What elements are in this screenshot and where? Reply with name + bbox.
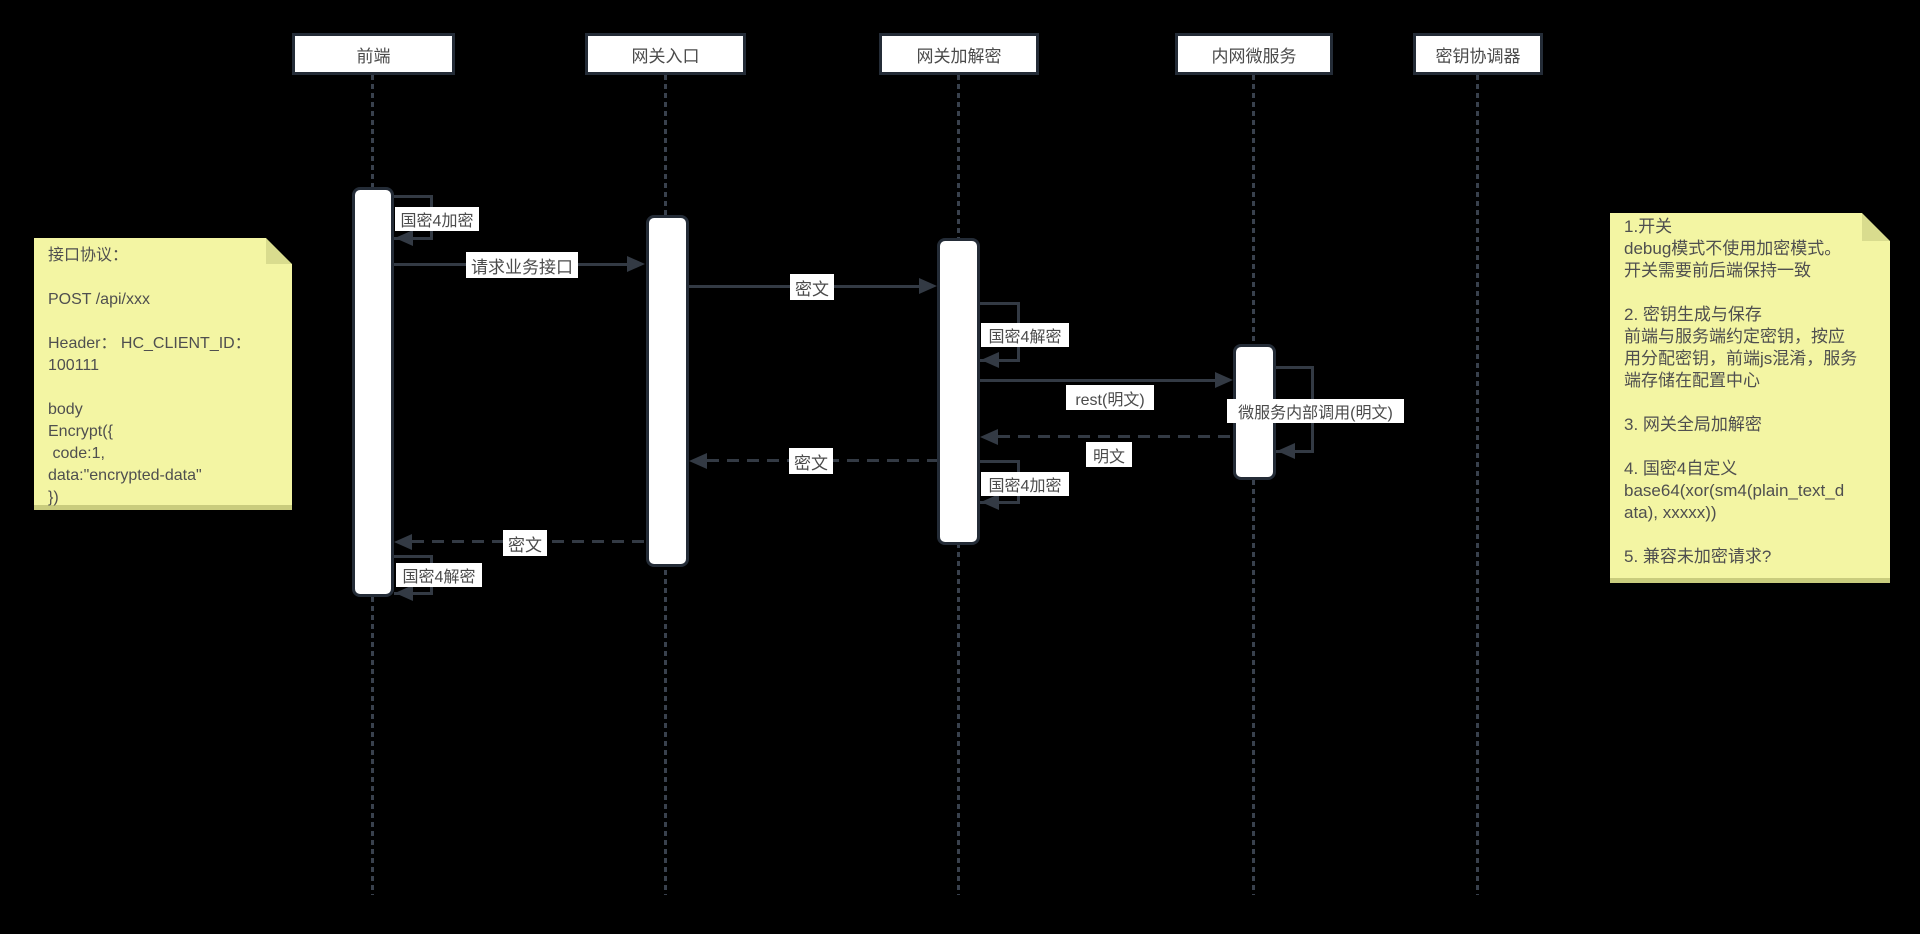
arrowhead	[919, 278, 937, 294]
note-line: ata), xxxxx))	[1624, 503, 1717, 522]
message-label-gateway-decrypt: 国密4解密	[981, 323, 1069, 347]
actor-internal-microservice-label: 内网微服务	[1211, 46, 1297, 66]
note-line: 端存储在配置中心	[1624, 371, 1760, 390]
note-api-protocol: 接口协议： POST /api/xxx Header： HC_CLIENT_ID…	[34, 238, 292, 510]
note-line	[1624, 436, 1882, 458]
note-line	[48, 311, 282, 333]
message-label-microservice-internal: 微服务内部调用(明文)	[1227, 399, 1404, 423]
message-line-rest	[980, 379, 1217, 382]
message-label-frontend-decrypt: 国密4解密	[396, 563, 482, 587]
note-fold-icon	[1862, 213, 1890, 241]
message-label-ciphertext-return1: 密文	[789, 448, 833, 474]
actor-gateway-entry-label: 网关入口	[631, 46, 700, 66]
note-line: debug模式不使用加密模式。	[1624, 239, 1842, 258]
note-line: code:1,	[48, 445, 105, 462]
arrowhead	[627, 256, 645, 272]
note-line: 接口协议：	[48, 247, 129, 264]
message-label-request: 请求业务接口	[466, 252, 578, 278]
note-line	[1624, 282, 1882, 304]
lifeline-key-coordinator	[1476, 75, 1479, 895]
actor-key-coordinator-label: 密钥协调器	[1435, 46, 1521, 66]
arrowhead	[1215, 372, 1233, 388]
note-line: Encrypt({	[48, 423, 113, 440]
message-label-ciphertext-return2: 密文	[503, 530, 547, 556]
note-line	[48, 377, 282, 399]
note-line: base64(xor(sm4(plain_text_d	[1624, 481, 1845, 500]
lifeline-internal-microservice	[1252, 75, 1255, 895]
actor-frontend-label: 前端	[356, 46, 391, 66]
note-design-points: 1.开关 debug模式不使用加密模式。 开关需要前后端保持一致 2. 密钥生成…	[1610, 213, 1890, 583]
actor-key-coordinator: 密钥协调器	[1413, 33, 1543, 75]
arrowhead	[1277, 443, 1295, 459]
actor-internal-microservice: 内网微服务	[1175, 33, 1333, 75]
arrowhead	[395, 585, 413, 601]
note-line: POST /api/xxx	[48, 291, 150, 308]
message-label-plaintext-return: 明文	[1086, 442, 1132, 467]
activation-gateway-entry	[646, 215, 689, 567]
note-line: Header： HC_CLIENT_ID：	[48, 335, 251, 352]
message-label-gateway-encrypt: 国密4加密	[981, 472, 1069, 496]
arrowhead	[981, 352, 999, 368]
message-line-plaintext-return	[998, 435, 1233, 438]
note-line: 开关需要前后端保持一致	[1624, 261, 1811, 280]
note-line: 1.开关	[1624, 217, 1673, 236]
note-line	[48, 267, 282, 289]
arrowhead	[981, 494, 999, 510]
note-line: 3. 网关全局加解密	[1624, 415, 1762, 434]
note-line	[1624, 392, 1882, 414]
note-line	[1624, 524, 1882, 546]
note-line: })	[48, 489, 59, 506]
note-line: 4. 国密4自定义	[1624, 459, 1738, 478]
message-label-ciphertext-forward: 密文	[790, 274, 834, 300]
actor-frontend: 前端	[292, 33, 455, 75]
note-line: body	[48, 401, 83, 418]
arrowhead	[395, 230, 413, 246]
note-line: data:"encrypted-data"	[48, 467, 202, 484]
note-line: 2. 密钥生成与保存	[1624, 305, 1762, 324]
actor-gateway-crypto-label: 网关加解密	[916, 46, 1002, 66]
message-label-rest: rest(明文)	[1066, 385, 1154, 410]
activation-gateway-crypto	[937, 238, 980, 545]
note-line: 5. 兼容未加密请求?	[1624, 547, 1772, 566]
arrowhead	[689, 453, 707, 469]
note-line: 前端与服务端约定密钥，按应	[1624, 327, 1845, 346]
actor-gateway-entry: 网关入口	[585, 33, 746, 75]
arrowhead	[394, 534, 412, 550]
actor-gateway-crypto: 网关加解密	[879, 33, 1039, 75]
message-label-frontend-encrypt: 国密4加密	[395, 207, 479, 231]
note-line: 100111	[48, 357, 100, 374]
note-line: 用分配密钥，前端js混淆，服务	[1624, 349, 1858, 368]
activation-frontend	[352, 187, 394, 597]
note-fold-icon	[266, 238, 292, 264]
arrowhead	[980, 429, 998, 445]
